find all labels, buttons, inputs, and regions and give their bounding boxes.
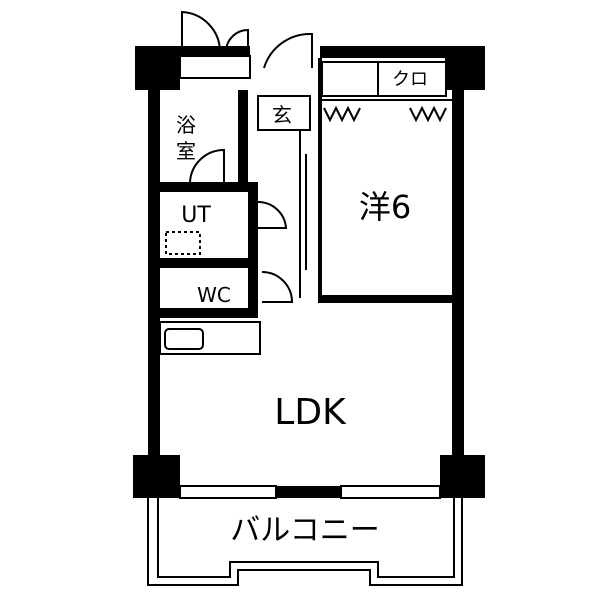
label-bath: 浴 [176,113,196,137]
label-toilet: WC [197,283,231,307]
closet-box [321,61,447,97]
door-swing-bath [189,148,225,183]
balcony-inner-outline [157,498,455,578]
wall-top-left-2 [180,46,250,56]
window-bottom-right [340,485,441,499]
wall-west-left [318,58,322,298]
closet-door-right [409,105,447,123]
label-utility: UT [181,203,211,228]
wall-bath-right [238,90,248,185]
walls [133,46,485,498]
thin-lines [147,498,463,586]
window-bottom [179,485,277,499]
label-entrance: 玄 [272,103,292,127]
wall-left [148,90,160,455]
label-closet: クロ [392,69,428,90]
pillar-bottom-right [440,455,485,498]
wall-ut-right [248,182,258,262]
door-swing-entrance [263,32,313,69]
wall-bottom-middle [276,486,341,498]
washer-space [165,231,201,255]
label-western-room: 洋6 [359,188,411,226]
wall-right [452,90,464,455]
label-ldk: LDK [274,392,347,433]
door-swing-wc [261,271,294,303]
wall-top-right [320,46,485,58]
door-swing-top-window-2 [225,28,249,56]
wall-corner-right [445,46,485,90]
wall-wc-bottom [160,308,258,318]
wall-ut-bottom [148,258,258,268]
window-top-left [179,55,251,79]
label-bath-2: 室 [176,139,196,163]
label-balcony: バルコニー [230,513,379,548]
labels: 浴 室 玄 クロ 洋6 UT WC LDK バルコニー [176,69,428,548]
door-swings [181,10,313,303]
door-swing-top-window [181,10,222,56]
pillar-bottom-left [133,455,180,498]
entrance-box [257,95,311,131]
kitchen-sink [164,328,204,350]
balcony-outline [147,498,463,586]
kitchen-counter [159,321,261,355]
door-swing-ut [257,200,288,229]
window-frames [159,55,452,499]
wall-top-left [135,46,180,90]
wall-bath-bottom [148,182,258,192]
closet-door-left [323,105,361,123]
wall-wc-right [248,268,258,308]
